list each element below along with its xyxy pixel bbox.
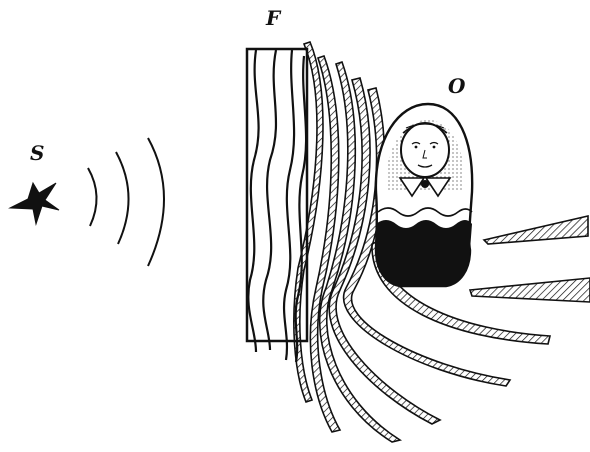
matryoshka-doll-icon [376, 104, 472, 286]
source-label: S [30, 143, 44, 163]
object-label: O [448, 76, 465, 96]
incident-wavefront-2 [116, 152, 129, 244]
source-star-icon [10, 183, 59, 224]
incident-wavefronts [88, 138, 164, 266]
filter-label: F [266, 8, 280, 28]
incident-wavefront-1 [88, 168, 97, 226]
incident-wavefront-3 [148, 138, 164, 266]
transmitted-wedges [470, 216, 590, 302]
